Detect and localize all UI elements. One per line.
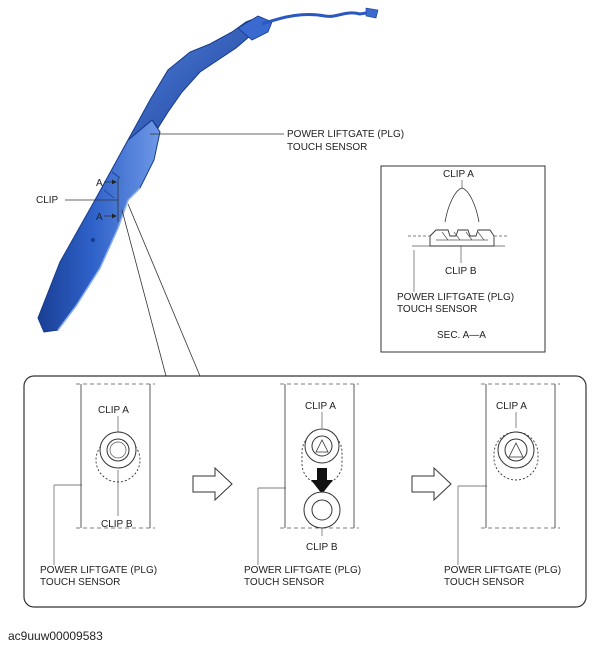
section-rail-shape [429, 229, 495, 247]
sensor-wire [261, 10, 373, 26]
section-sensor-line1: POWER LIFTGATE (PLG) [397, 292, 514, 303]
step-3-sensor-line1: POWER LIFTGATE (PLG) [444, 565, 561, 576]
step-3-clip-a-label: CLIP A [496, 401, 527, 412]
section-sensor-line2: TOUCH SENSOR [397, 304, 477, 315]
section-marker-bottom: A [96, 212, 103, 223]
step-1-sensor-line2: TOUCH SENSOR [40, 577, 120, 588]
step-2-clip-b-label: CLIP B [306, 542, 338, 553]
section-marker-top: A [96, 178, 103, 189]
clip-callout: CLIP A A [36, 178, 201, 377]
main-sensor-label-line2: TOUCH SENSOR [287, 142, 367, 153]
sensor-body [37, 119, 161, 333]
step-1-clip-a-label: CLIP A [98, 405, 129, 416]
step-arrow-1 [192, 466, 233, 502]
section-clip-b-label: CLIP B [445, 266, 477, 277]
step-2-sensor-line1: POWER LIFTGATE (PLG) [244, 565, 361, 576]
step-1: CLIP A CLIP B POWER LIFTGATE (PLG) TOUCH… [40, 383, 157, 588]
step-2-sensor-line2: TOUCH SENSOR [244, 577, 324, 588]
main-sensor-label-line1: POWER LIFTGATE (PLG) [287, 129, 404, 140]
section-clip-a-label: CLIP A [443, 169, 474, 180]
step-arrow-2 [411, 466, 452, 502]
figure-code: ac9uuw00009583 [8, 629, 103, 643]
step-3: CLIP A POWER LIFTGATE (PLG) TOUCH SENSOR [444, 383, 561, 588]
main-sensor-label: POWER LIFTGATE (PLG) TOUCH SENSOR [150, 129, 404, 153]
step-2-clip-a-label: CLIP A [305, 401, 336, 412]
step-1-clip-b-label: CLIP B [101, 519, 133, 530]
step-2: CLIP A CLIP B POWER LIFTGATE (PLG) TOUCH… [244, 383, 361, 588]
clip-label: CLIP [36, 195, 59, 206]
section-view: CLIP A CLIP B POWER LIFTGATE (PLG) TOUCH… [380, 165, 546, 353]
step-2-down-arrow [311, 468, 333, 494]
section-clip-a-shape [444, 187, 480, 223]
step-1-sensor-line1: POWER LIFTGATE (PLG) [40, 565, 157, 576]
step-3-sensor-line2: TOUCH SENSOR [444, 577, 524, 588]
steps-panel: CLIP A CLIP B POWER LIFTGATE (PLG) TOUCH… [23, 375, 587, 608]
sensor-upper [127, 17, 263, 141]
sensor-illustration [37, 7, 379, 333]
section-caption: SEC. A—A [437, 330, 486, 341]
